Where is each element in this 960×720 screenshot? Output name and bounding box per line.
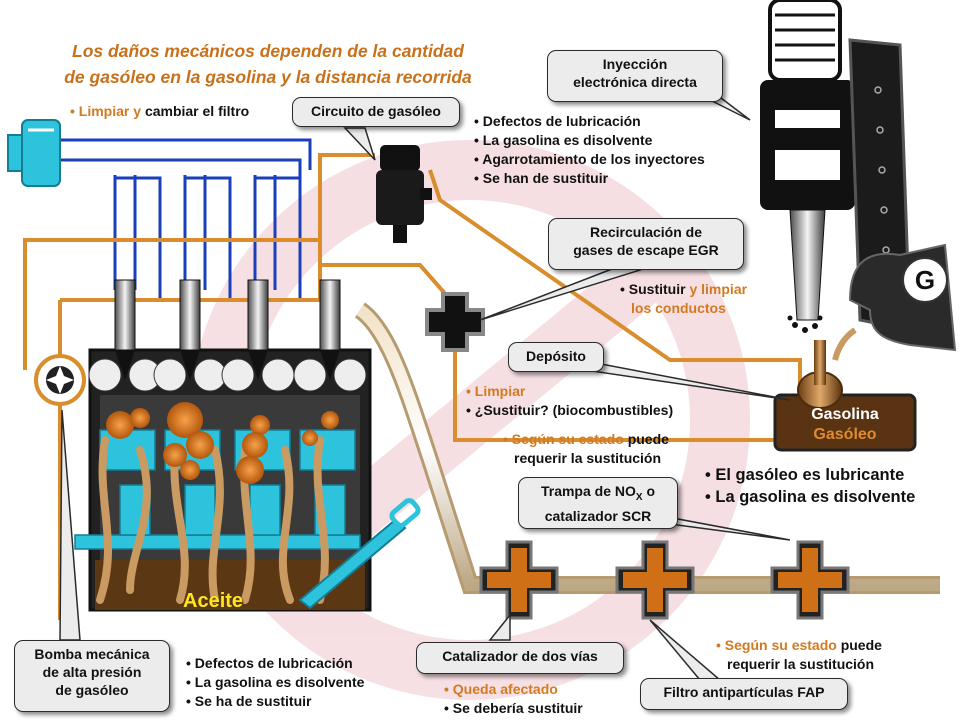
fap-filter-unit-icon bbox=[770, 540, 850, 620]
callout-trampa: Trampa de NOX o catalizador SCR bbox=[518, 477, 678, 529]
filter-note-dark: cambiar el filtro bbox=[144, 103, 250, 119]
callout-inyeccion: Inyección electrónica directa bbox=[547, 50, 723, 102]
engine-injectors bbox=[88, 279, 367, 392]
pump-notes: • Defectos de lubricación • La gasolina … bbox=[186, 655, 365, 709]
engine-block bbox=[74, 348, 372, 612]
filter-connector-icon bbox=[7, 119, 61, 187]
filter-note-orange: • Limpiar y bbox=[70, 103, 142, 119]
coolant-circuit bbox=[60, 138, 312, 300]
page-title: Los daños mecánicos dependen de la canti… bbox=[18, 38, 518, 90]
callout-bomba: Bomba mecánica de alta presión de gasóle… bbox=[14, 640, 170, 712]
lubricant-notes: • El gasóleo es lubricante • La gasolina… bbox=[705, 466, 916, 506]
nozzle-letter: G bbox=[915, 265, 935, 295]
tank-label: Gasolina Gasóleo bbox=[811, 406, 879, 443]
dipstick-icon bbox=[298, 498, 421, 610]
oil-label: Aceite bbox=[183, 590, 244, 612]
filter-note: • Limpiar y cambiar el filtro bbox=[70, 102, 249, 121]
injector-notes: • Defectos de lubricación • La gasolina … bbox=[474, 113, 705, 186]
estado-note-1: • Según su estado puede requerir la sust… bbox=[503, 431, 669, 466]
fuel-filter-icon bbox=[376, 145, 432, 243]
callout-filtro-fap: Filtro antipartículas FAP bbox=[640, 678, 848, 710]
fuel-tank bbox=[773, 340, 917, 452]
egr-notes: • Sustituir y limpiar los conductos bbox=[620, 281, 748, 316]
exhaust-pipe bbox=[354, 302, 940, 594]
catalizador-notes: • Queda afectado • Se debería sustituir bbox=[444, 681, 583, 716]
deposito-notes: • Limpiar • ¿Sustituir? (biocombustibles… bbox=[466, 383, 674, 418]
catalyst-unit-icon bbox=[479, 540, 559, 620]
callout-egr: Recirculación de gases de escape EGR bbox=[548, 218, 744, 270]
title-line-2: de gasóleo en la gasolina y la distancia… bbox=[64, 67, 472, 87]
egr-valve-icon bbox=[425, 292, 485, 352]
estado-note-2: • Según su estado puede requerir la sust… bbox=[716, 637, 882, 672]
pump-icon bbox=[34, 354, 86, 406]
fuel-nozzle-icon: G bbox=[832, 243, 957, 361]
direct-injector-icon bbox=[760, 0, 912, 333]
callout-circuito: Circuito de gasóleo bbox=[292, 97, 460, 127]
callout-catalizador: Catalizador de dos vías bbox=[416, 642, 624, 674]
title-line-1: Los daños mecánicos dependen de la canti… bbox=[72, 41, 464, 61]
callout-deposito: Depósito bbox=[508, 342, 604, 372]
